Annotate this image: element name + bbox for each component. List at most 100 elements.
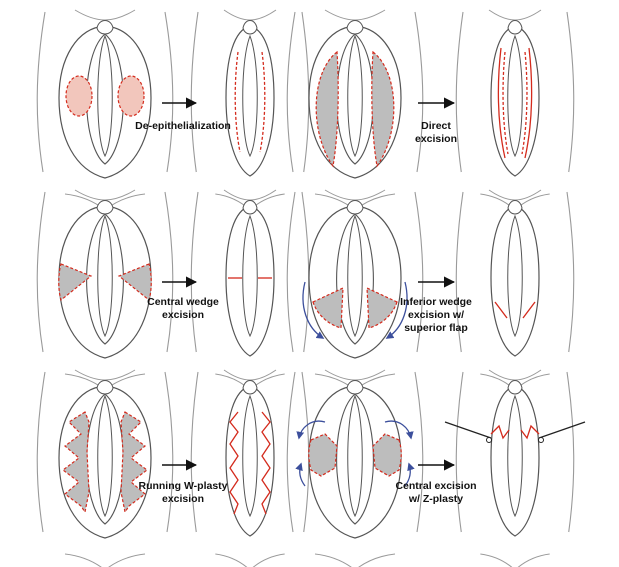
vestibule-outline <box>507 34 523 158</box>
inner-labia-outline <box>336 393 374 525</box>
inner-suture-left <box>502 51 509 155</box>
thigh-line-left <box>455 371 464 533</box>
perineum-line <box>64 553 146 567</box>
vestibule-outline <box>507 214 523 338</box>
rotation-arrow-lower-left <box>295 462 306 487</box>
labia-outline <box>225 25 275 177</box>
perineum-line <box>215 553 285 567</box>
zigzag-suture-right <box>261 411 271 515</box>
thigh-line-right <box>414 371 424 533</box>
thigh-line-right <box>414 11 424 173</box>
thigh-line-left <box>455 11 464 173</box>
vestibule-outline <box>507 394 523 518</box>
wedge-zone-left <box>312 287 344 329</box>
central-zone-left <box>308 433 338 477</box>
thigh-line-left <box>36 191 46 353</box>
clitoral-hood <box>346 20 364 35</box>
rotation-arrow-upper-left <box>296 420 326 440</box>
thigh-line-right <box>566 191 575 353</box>
thigh-line-right <box>566 371 575 533</box>
labia-outline <box>225 385 275 537</box>
labia-outline <box>225 205 275 357</box>
suture-line-left <box>497 47 506 159</box>
inner-labia-outline <box>336 213 374 345</box>
thigh-line-right <box>566 11 575 173</box>
labia-outline <box>58 205 152 359</box>
inner-suture-right <box>521 51 528 155</box>
thigh-line-left <box>286 191 296 353</box>
deepithelialization-zone-right <box>117 75 145 117</box>
before-illustration <box>286 189 424 391</box>
retractor-right <box>538 421 586 439</box>
before-illustration <box>36 369 174 567</box>
vestibule-outline <box>242 214 258 338</box>
vestibule-outline <box>97 214 113 338</box>
panel-de-epithelialization <box>36 9 310 211</box>
w-plasty-zone-left <box>62 411 90 514</box>
wedge-zone-left <box>58 263 93 302</box>
clitoral-hood <box>507 200 523 215</box>
rotation-arrow-upper-right <box>384 420 414 440</box>
mons-line <box>74 9 136 21</box>
thigh-line-left <box>36 11 46 173</box>
thigh-line-right <box>301 11 310 173</box>
thigh-line-left <box>190 191 199 353</box>
vestibule-outline <box>347 394 363 518</box>
panel-central-excision-z-plasty <box>286 369 586 567</box>
panel-inferior-wedge-excision <box>286 189 575 391</box>
clitoral-hood <box>242 200 258 215</box>
retractor-left <box>444 421 492 439</box>
panel-central-wedge-excision <box>36 189 310 391</box>
clitoral-hood <box>346 380 364 395</box>
suture-line-right <box>259 51 266 153</box>
central-zone-right <box>372 433 402 477</box>
labia-outline <box>490 205 540 357</box>
w-plasty-zone-right <box>120 411 148 514</box>
excision-zone-right <box>371 50 395 168</box>
panel-direct-excision <box>286 9 575 211</box>
clitoral-hood <box>96 200 114 215</box>
excision-zone-left <box>315 50 339 168</box>
thigh-line-left <box>190 11 199 173</box>
after-illustration <box>444 369 586 567</box>
thigh-line-right <box>164 191 174 353</box>
flap-arrow-left <box>302 281 325 339</box>
deepithelialization-zone-left <box>65 75 93 117</box>
z-plasty-suture-left <box>490 424 510 440</box>
thigh-line-left <box>455 191 464 353</box>
zigzag-suture-left <box>229 411 239 515</box>
retractor-hook-left <box>486 437 492 443</box>
after-illustration <box>190 9 310 211</box>
clitoral-hood <box>96 20 114 35</box>
labia-outline <box>490 25 540 177</box>
clitoral-hood <box>242 380 258 395</box>
thigh-line-left <box>190 371 199 533</box>
rotation-arrow-lower-right <box>404 462 415 487</box>
vestibule-outline <box>242 34 258 158</box>
thigh-line-left <box>286 11 296 173</box>
inner-labia-outline <box>86 33 124 165</box>
perineum-line <box>480 553 550 567</box>
suture-line-right <box>524 47 533 159</box>
vestibule-outline <box>242 394 258 518</box>
thigh-line-left <box>286 371 296 533</box>
after-illustration <box>455 9 575 211</box>
clitoral-hood <box>96 380 114 395</box>
clitoral-hood <box>242 20 258 35</box>
before-illustration <box>286 369 424 567</box>
inferior-suture-right <box>522 301 536 319</box>
retractor-hook-right <box>538 437 544 443</box>
clitoral-hood <box>507 20 523 35</box>
thigh-line-right <box>301 371 310 533</box>
inner-labia-outline <box>86 213 124 345</box>
mons-line <box>223 9 277 21</box>
labia-outline <box>308 385 402 539</box>
panel-running-w-plasty-excision <box>36 369 310 567</box>
vestibule-outline <box>347 34 363 158</box>
thigh-line-left <box>36 371 46 533</box>
before-illustration <box>286 9 424 211</box>
vestibule-outline <box>347 214 363 338</box>
labia-outline <box>490 385 540 537</box>
inferior-suture-left <box>494 301 508 319</box>
